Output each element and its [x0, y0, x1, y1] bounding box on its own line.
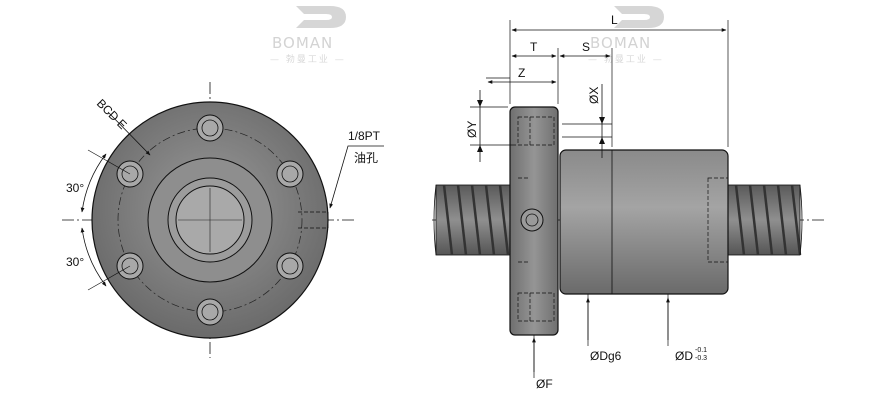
port-note-label: 油孔 — [354, 151, 378, 165]
oil-hole-side — [520, 208, 544, 232]
bolt-hole — [196, 114, 224, 142]
watermark-brand: BOMAN — [590, 34, 651, 52]
oil-port-hidden — [298, 211, 329, 229]
brand-logo-icon — [296, 6, 346, 28]
dim-D-label: ØD — [675, 349, 693, 363]
bolt-hole — [276, 252, 304, 280]
bolt-hole — [276, 160, 304, 188]
dim-S-label: S — [582, 40, 590, 54]
port-leader — [329, 145, 384, 209]
screw-shaft-left — [433, 184, 513, 256]
watermark-left: BOMAN — 勃曼工业 — — [270, 6, 346, 65]
dim-Z-label: Z — [518, 66, 525, 80]
dim-D-tol-lower: -0.3 — [695, 355, 707, 362]
bcd-label: BCD E — [94, 96, 130, 132]
angle-arc-top — [80, 153, 107, 213]
angle-arc-bottom — [80, 227, 107, 287]
front-view: BCD E 30° 30° 1/8PT 油孔 — [62, 82, 384, 358]
side-view: L T S Z ØY ØX ØF ØDg6 ØD -0.1 -0.3 — [432, 13, 826, 391]
flange-hidden-lines — [517, 116, 729, 322]
watermark-subtitle: — 勃曼工业 — — [588, 53, 664, 65]
bcd-leader — [107, 111, 151, 156]
watermark-right: BOMAN — 勃曼工业 — — [588, 6, 664, 65]
screw-shaft-right — [727, 184, 803, 256]
dim-Y-label: ØY — [465, 121, 479, 138]
angle-label-top: 30° — [66, 181, 84, 195]
dim-T-label: T — [530, 40, 538, 54]
dim-F-label: ØF — [536, 377, 553, 391]
dim-X-label: ØX — [587, 87, 601, 104]
watermark-subtitle: — 勃曼工业 — — [270, 53, 346, 65]
watermark-brand: BOMAN — [272, 34, 333, 52]
dim-L-label: L — [611, 13, 618, 27]
port-thread-label: 1/8PT — [348, 129, 381, 143]
nut-body-side — [559, 149, 729, 295]
brand-logo-icon — [614, 6, 664, 28]
dim-Dg6-label: ØDg6 — [590, 349, 622, 363]
angle-label-bottom: 30° — [66, 255, 84, 269]
bolt-hole — [196, 298, 224, 326]
dim-D-tol-upper: -0.1 — [695, 347, 707, 354]
